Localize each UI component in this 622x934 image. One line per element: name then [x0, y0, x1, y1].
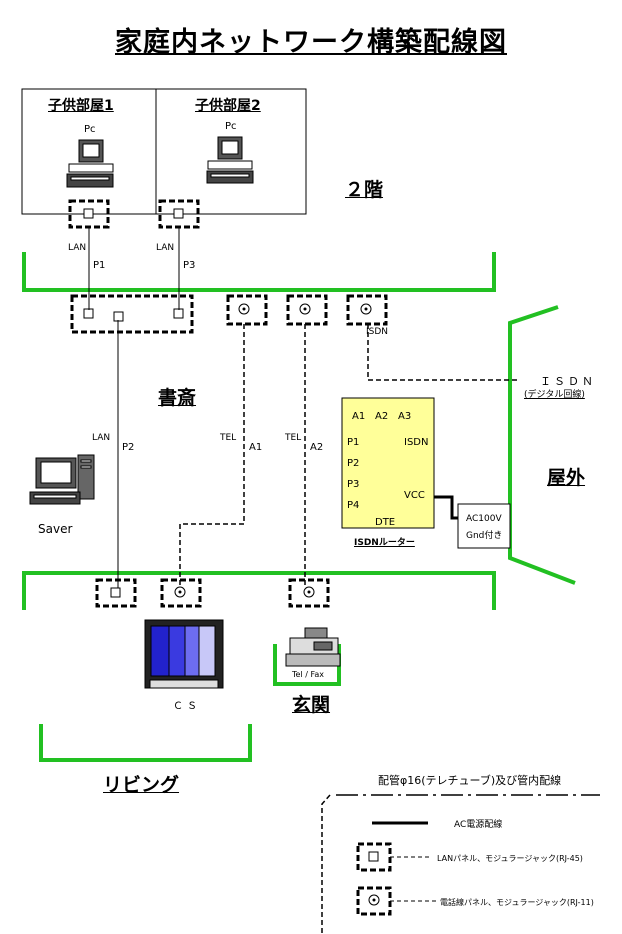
legend-tel: 電話線パネル、モジュラージャック(RJ-11): [440, 898, 594, 907]
wall-outdoor: [508, 305, 576, 585]
a2-label: A2: [310, 442, 324, 453]
study-label: 書斎: [158, 387, 197, 409]
page-title: 家庭内ネットワーク構築配線図: [115, 27, 507, 58]
isdn-line-sub: (デジタル回線): [524, 390, 585, 400]
outdoor-label: 屋外: [547, 467, 586, 489]
router-isdn: ISDN: [404, 437, 429, 448]
a1-label: A1: [249, 442, 263, 453]
telfax-label: Tel / Fax: [292, 670, 324, 679]
router-p2: P2: [347, 458, 360, 469]
jack-living-tel: [160, 578, 202, 608]
legend-conduit: 配管φ16(テレチューブ)及び管内配線: [378, 774, 562, 787]
router-p4: P4: [347, 500, 360, 511]
server-label: Saver: [38, 522, 73, 536]
lan-p1-label: LAN: [68, 243, 87, 253]
pc-child2-icon: [206, 136, 254, 184]
lan-p2-label: LAN: [92, 433, 111, 443]
jack-entrance-tel: [288, 578, 330, 608]
router-p1: P1: [347, 437, 360, 448]
pc2-label: Pc: [225, 121, 237, 132]
pc1-label: Pc: [84, 124, 96, 135]
router-a2: A2: [375, 411, 389, 422]
p2-label: P2: [122, 442, 135, 453]
tel-a2-label: TEL: [285, 433, 302, 443]
legend-ac: AC電源配線: [454, 820, 503, 830]
router-vcc: VCC: [404, 490, 425, 501]
ac-box: [457, 503, 511, 549]
floor2-label: ２階: [345, 179, 384, 201]
router-p3: P3: [347, 479, 360, 490]
legend-lan: LANパネル、モジュラージャック(RJ-45): [437, 854, 583, 863]
room-child2-label: 子供部屋2: [195, 98, 261, 114]
room-child1-label: 子供部屋1: [48, 98, 114, 114]
isdn-line-label: ＩＳＤＮ: [540, 375, 596, 388]
tel-a1-label: TEL: [220, 433, 237, 443]
pc-child1-icon: [66, 139, 114, 188]
tv-icon: [144, 619, 224, 689]
room-child2-box: [155, 88, 307, 215]
wall-2f: [22, 252, 496, 292]
lan-p3-label: LAN: [156, 243, 175, 253]
server-icon: [29, 454, 95, 505]
p3-label: P3: [183, 260, 196, 271]
wall-1f: [22, 571, 496, 610]
jack-study-tel1: [226, 294, 268, 326]
cs-label: ＣＳ: [173, 701, 201, 712]
router-a3: A3: [398, 411, 412, 422]
isdn-jack-label: ISDN: [366, 327, 389, 337]
jack-study-isdn: [346, 294, 388, 326]
jack-living-lan: [95, 578, 137, 608]
p1-label: P1: [93, 260, 106, 271]
router-name: ISDNルーター: [354, 538, 415, 548]
wall-living: [39, 724, 252, 762]
jack-study-lan: [70, 294, 194, 334]
jack-study-tel2: [286, 294, 328, 326]
telfax-icon: [285, 627, 341, 667]
router-a1: A1: [352, 411, 366, 422]
ac100v-label: AC100V: [466, 514, 502, 524]
router-dte: DTE: [375, 517, 396, 528]
entrance-label: 玄関: [292, 694, 331, 716]
gnd-label: Gnd付き: [466, 531, 503, 541]
router-box: [341, 397, 435, 529]
living-label: リビング: [103, 774, 180, 796]
